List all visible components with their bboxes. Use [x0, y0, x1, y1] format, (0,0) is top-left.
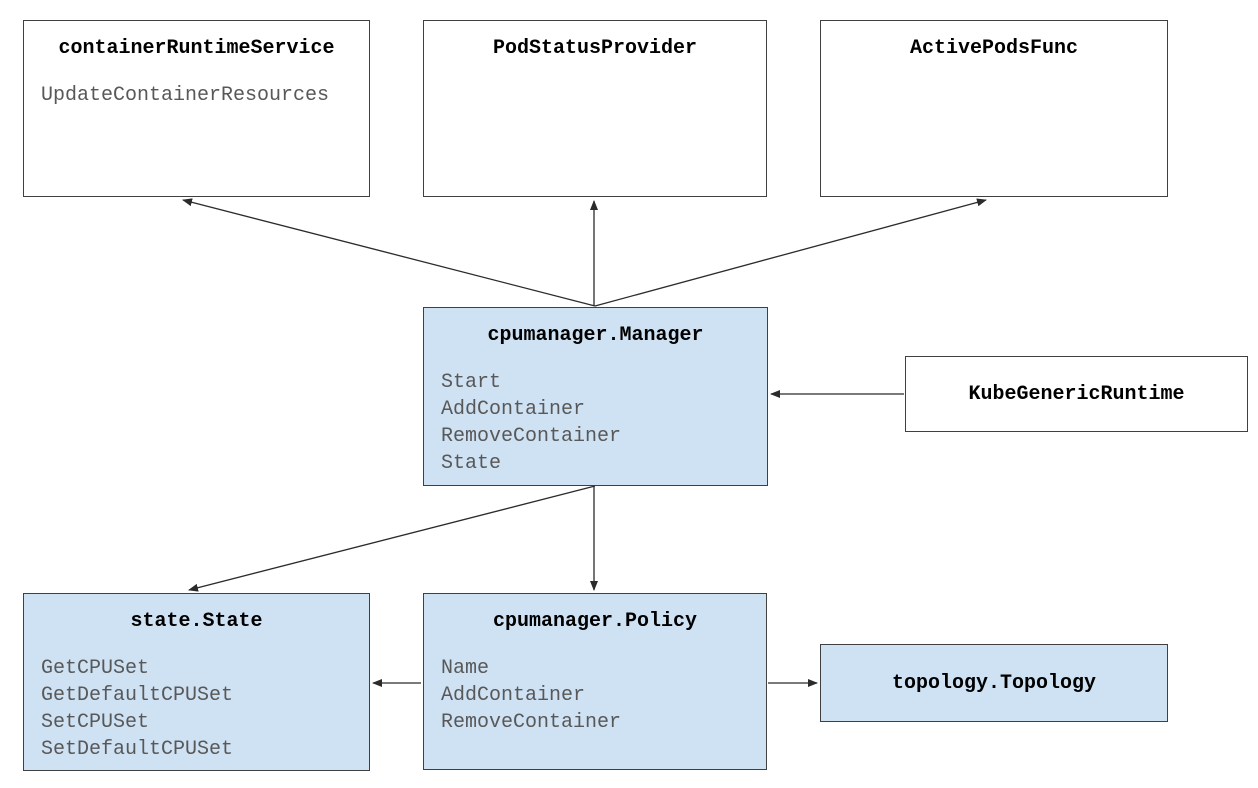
method-item: Name — [441, 657, 490, 680]
node-title: PodStatusProvider — [492, 37, 698, 60]
node-pod-status-provider: PodStatusProvider — [423, 20, 767, 197]
method-item: State — [441, 452, 502, 475]
node-title: cpumanager.Policy — [492, 610, 698, 633]
connector-manager-to-statestate — [188, 485, 596, 592]
method-item: UpdateContainerResources — [41, 84, 330, 107]
node-state-state: state.State GetCPUSet GetDefaultCPUSet S… — [23, 593, 370, 771]
method-item: SetDefaultCPUSet — [41, 738, 234, 761]
method-item: RemoveContainer — [441, 425, 622, 448]
method-item: AddContainer — [441, 398, 586, 421]
node-container-runtime-service: containerRuntimeService UpdateContainerR… — [23, 20, 370, 197]
node-active-pods-func: ActivePodsFunc — [820, 20, 1168, 197]
method-item: RemoveContainer — [441, 711, 622, 734]
node-title: topology.Topology — [891, 671, 1097, 695]
method-item: SetCPUSet — [41, 711, 150, 734]
method-item: Start — [441, 371, 502, 394]
node-cpumanager-policy: cpumanager.Policy Name AddContainer Remo… — [423, 593, 767, 770]
method-item: GetCPUSet — [41, 657, 150, 680]
node-title: cpumanager.Manager — [487, 324, 704, 347]
node-title: state.State — [130, 610, 263, 633]
node-methods: GetCPUSet GetDefaultCPUSet SetCPUSet Set… — [24, 655, 369, 763]
node-title: KubeGenericRuntime — [968, 382, 1185, 406]
node-methods: UpdateContainerResources — [24, 82, 369, 109]
node-kube-generic-runtime: KubeGenericRuntime — [905, 356, 1248, 432]
node-cpumanager-manager: cpumanager.Manager Start AddContainer Re… — [423, 307, 768, 486]
node-methods: Name AddContainer RemoveContainer — [424, 655, 766, 736]
node-title: ActivePodsFunc — [909, 37, 1079, 60]
node-title: containerRuntimeService — [58, 37, 335, 60]
connector-manager-to-containerruntimeservice — [182, 198, 596, 307]
node-methods: Start AddContainer RemoveContainer State — [424, 369, 767, 477]
node-topology-topology: topology.Topology — [820, 644, 1168, 722]
method-item: GetDefaultCPUSet — [41, 684, 234, 707]
method-item: AddContainer — [441, 684, 586, 707]
connector-manager-to-activepodsfunc — [594, 198, 987, 307]
